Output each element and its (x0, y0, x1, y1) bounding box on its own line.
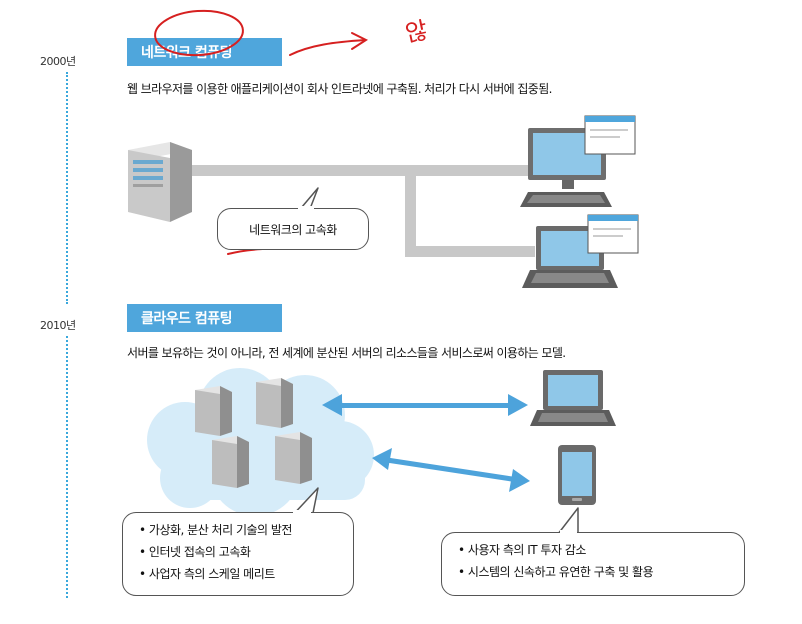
arrow-annotation (289, 39, 366, 56)
network-wires (190, 165, 550, 257)
cloud-computing-description: 서버를 보유하는 것이 아니라, 전 세계에 분산된 서버의 리소스들을 서비스… (127, 346, 566, 360)
bubble-tail-joint (293, 510, 311, 514)
smartphone-icon (558, 445, 596, 505)
double-arrow-icon (372, 448, 530, 492)
browser-window-icon (584, 115, 636, 155)
list-item: • 인터넷 접속의 고속화 (139, 545, 251, 559)
server-tower-icon (128, 142, 192, 222)
bubble-tail-joint (560, 530, 577, 534)
bubble-tail-joint (298, 206, 314, 210)
network-speed-bubble: 네트워크의 고속화 (217, 208, 369, 250)
cloud-server-icon (275, 432, 312, 484)
network-speed-bubble-text: 네트워크의 고속화 (249, 222, 337, 237)
year-label-2000: 2000년 (40, 55, 76, 68)
network-computing-title: 네트워크 컴퓨팅 (127, 38, 282, 66)
timeline-line-upper (66, 72, 68, 304)
list-item: • 가상화, 분산 처리 기술의 발전 (139, 523, 292, 537)
laptop-icon (530, 370, 616, 426)
cloud-server-icon (212, 436, 249, 488)
double-arrow-icon (322, 394, 528, 416)
cloud-factors-bubble: • 가상화, 분산 처리 기술의 발전 • 인터넷 접속의 고속화 • 사업자 … (122, 512, 354, 596)
circle-annotation (154, 9, 244, 57)
user-benefits-bubble: • 사용자 측의 IT 투자 감소 • 시스템의 신속하고 유연한 구축 및 활… (441, 532, 745, 596)
cloud-server-icon (256, 378, 293, 428)
list-item: • 사업자 측의 스케일 메리트 (139, 567, 275, 581)
network-computing-description: 웹 브라우저를 이용한 애플리케이션이 회사 인트라넷에 구축됨. 처리가 다시… (127, 82, 552, 96)
browser-window-icon (587, 214, 639, 254)
cloud-computing-title-text: 클라우드 컴퓨팅 (141, 311, 233, 327)
timeline-line-lower (66, 336, 68, 598)
cloud-computing-title: 클라우드 컴퓨팅 (127, 304, 282, 332)
cloud-server-icon (195, 386, 232, 436)
list-item: • 시스템의 신속하고 유연한 구축 및 활용 (458, 565, 654, 579)
year-label-2010: 2010년 (40, 319, 76, 332)
list-item: • 사용자 측의 IT 투자 감소 (458, 543, 586, 557)
